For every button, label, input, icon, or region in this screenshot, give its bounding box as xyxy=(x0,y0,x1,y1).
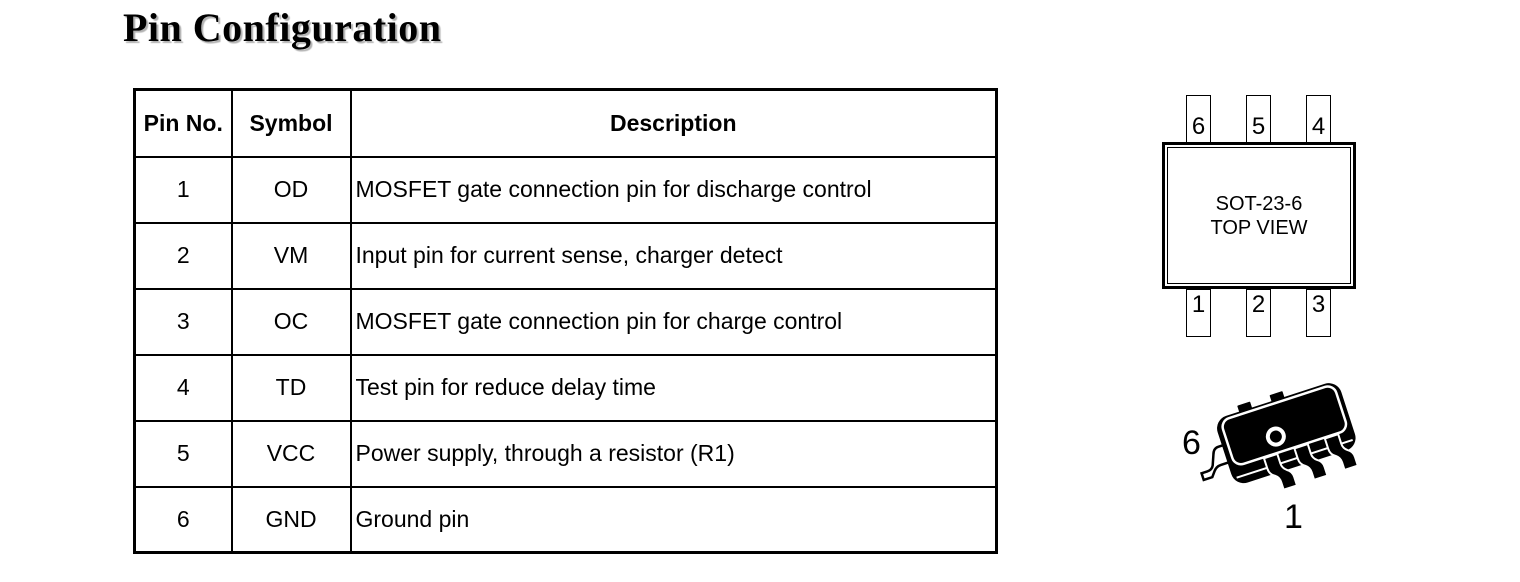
description-cell: Input pin for current sense, charger det… xyxy=(349,221,998,290)
pin-no-cell: 4 xyxy=(133,353,233,422)
top-pin-4: 4 xyxy=(1306,95,1331,143)
symbol-cell: TD xyxy=(230,353,352,422)
sot23-3d-drawing xyxy=(1199,383,1360,491)
pin-number-label: 3 xyxy=(1311,291,1326,318)
package-top-view-diagram: 6 5 4 SOT-23-6 TOP VIEW 1 2 3 xyxy=(1162,95,1356,337)
pin-number-label: 2 xyxy=(1251,291,1266,318)
description-cell: MOSFET gate connection pin for discharge… xyxy=(349,155,998,224)
bottom-pin-2: 2 xyxy=(1246,289,1271,337)
pin-no-cell: 5 xyxy=(133,419,233,488)
table-header-row: Pin No. Symbol Description xyxy=(133,88,998,158)
description-cell: MOSFET gate connection pin for charge co… xyxy=(349,287,998,356)
table-row: 3 OC MOSFET gate connection pin for char… xyxy=(133,287,998,356)
package-3d-illustration: 6 1 xyxy=(1180,378,1390,548)
col-header-description: Description xyxy=(349,88,998,158)
top-pin-5: 5 xyxy=(1246,95,1271,143)
table-row: 2 VM Input pin for current sense, charge… xyxy=(133,221,998,290)
pin-no-cell: 6 xyxy=(133,485,233,554)
symbol-cell: GND xyxy=(230,485,352,554)
pin-number-label: 5 xyxy=(1251,113,1266,140)
page-title: Pin Configuration xyxy=(123,5,442,50)
iso-pin1-label: 1 xyxy=(1284,498,1303,536)
bottom-pin-1: 1 xyxy=(1186,289,1211,337)
pin-no-cell: 2 xyxy=(133,221,233,290)
symbol-cell: OD xyxy=(230,155,352,224)
col-header-pin-no: Pin No. xyxy=(133,88,233,158)
pin-number-label: 4 xyxy=(1311,113,1326,140)
table-row: 1 OD MOSFET gate connection pin for disc… xyxy=(133,155,998,224)
symbol-cell: VM xyxy=(230,221,352,290)
pin-no-cell: 3 xyxy=(133,287,233,356)
pin-no-cell: 1 xyxy=(133,155,233,224)
chip-top-face xyxy=(1221,385,1348,466)
pin-number-label: 1 xyxy=(1191,291,1206,318)
package-body: SOT-23-6 TOP VIEW xyxy=(1162,142,1356,289)
table-row: 5 VCC Power supply, through a resistor (… xyxy=(133,419,998,488)
view-label: TOP VIEW xyxy=(1210,216,1308,239)
package-name: SOT-23-6 xyxy=(1215,192,1303,215)
col-header-symbol: Symbol xyxy=(230,88,352,158)
top-pin-6: 6 xyxy=(1186,95,1211,143)
description-cell: Test pin for reduce delay time xyxy=(349,353,998,422)
table-row: 4 TD Test pin for reduce delay time xyxy=(133,353,998,422)
pin1-indicator-dot xyxy=(1265,426,1286,447)
pin-number-label: 6 xyxy=(1191,113,1206,140)
symbol-cell: OC xyxy=(230,287,352,356)
table-row: 6 GND Ground pin xyxy=(133,485,998,554)
description-cell: Ground pin xyxy=(349,485,998,554)
iso-pin6-label: 6 xyxy=(1182,424,1201,462)
pin-table: Pin No. Symbol Description 1 OD MOSFET g… xyxy=(133,88,998,554)
package-body-inner-outline xyxy=(1167,147,1351,284)
description-cell: Power supply, through a resistor (R1) xyxy=(349,419,998,488)
bottom-pin-3: 3 xyxy=(1306,289,1331,337)
package-label: SOT-23-6 TOP VIEW xyxy=(1210,192,1307,240)
symbol-cell: VCC xyxy=(230,419,352,488)
gull-wing-leads xyxy=(1262,432,1360,491)
